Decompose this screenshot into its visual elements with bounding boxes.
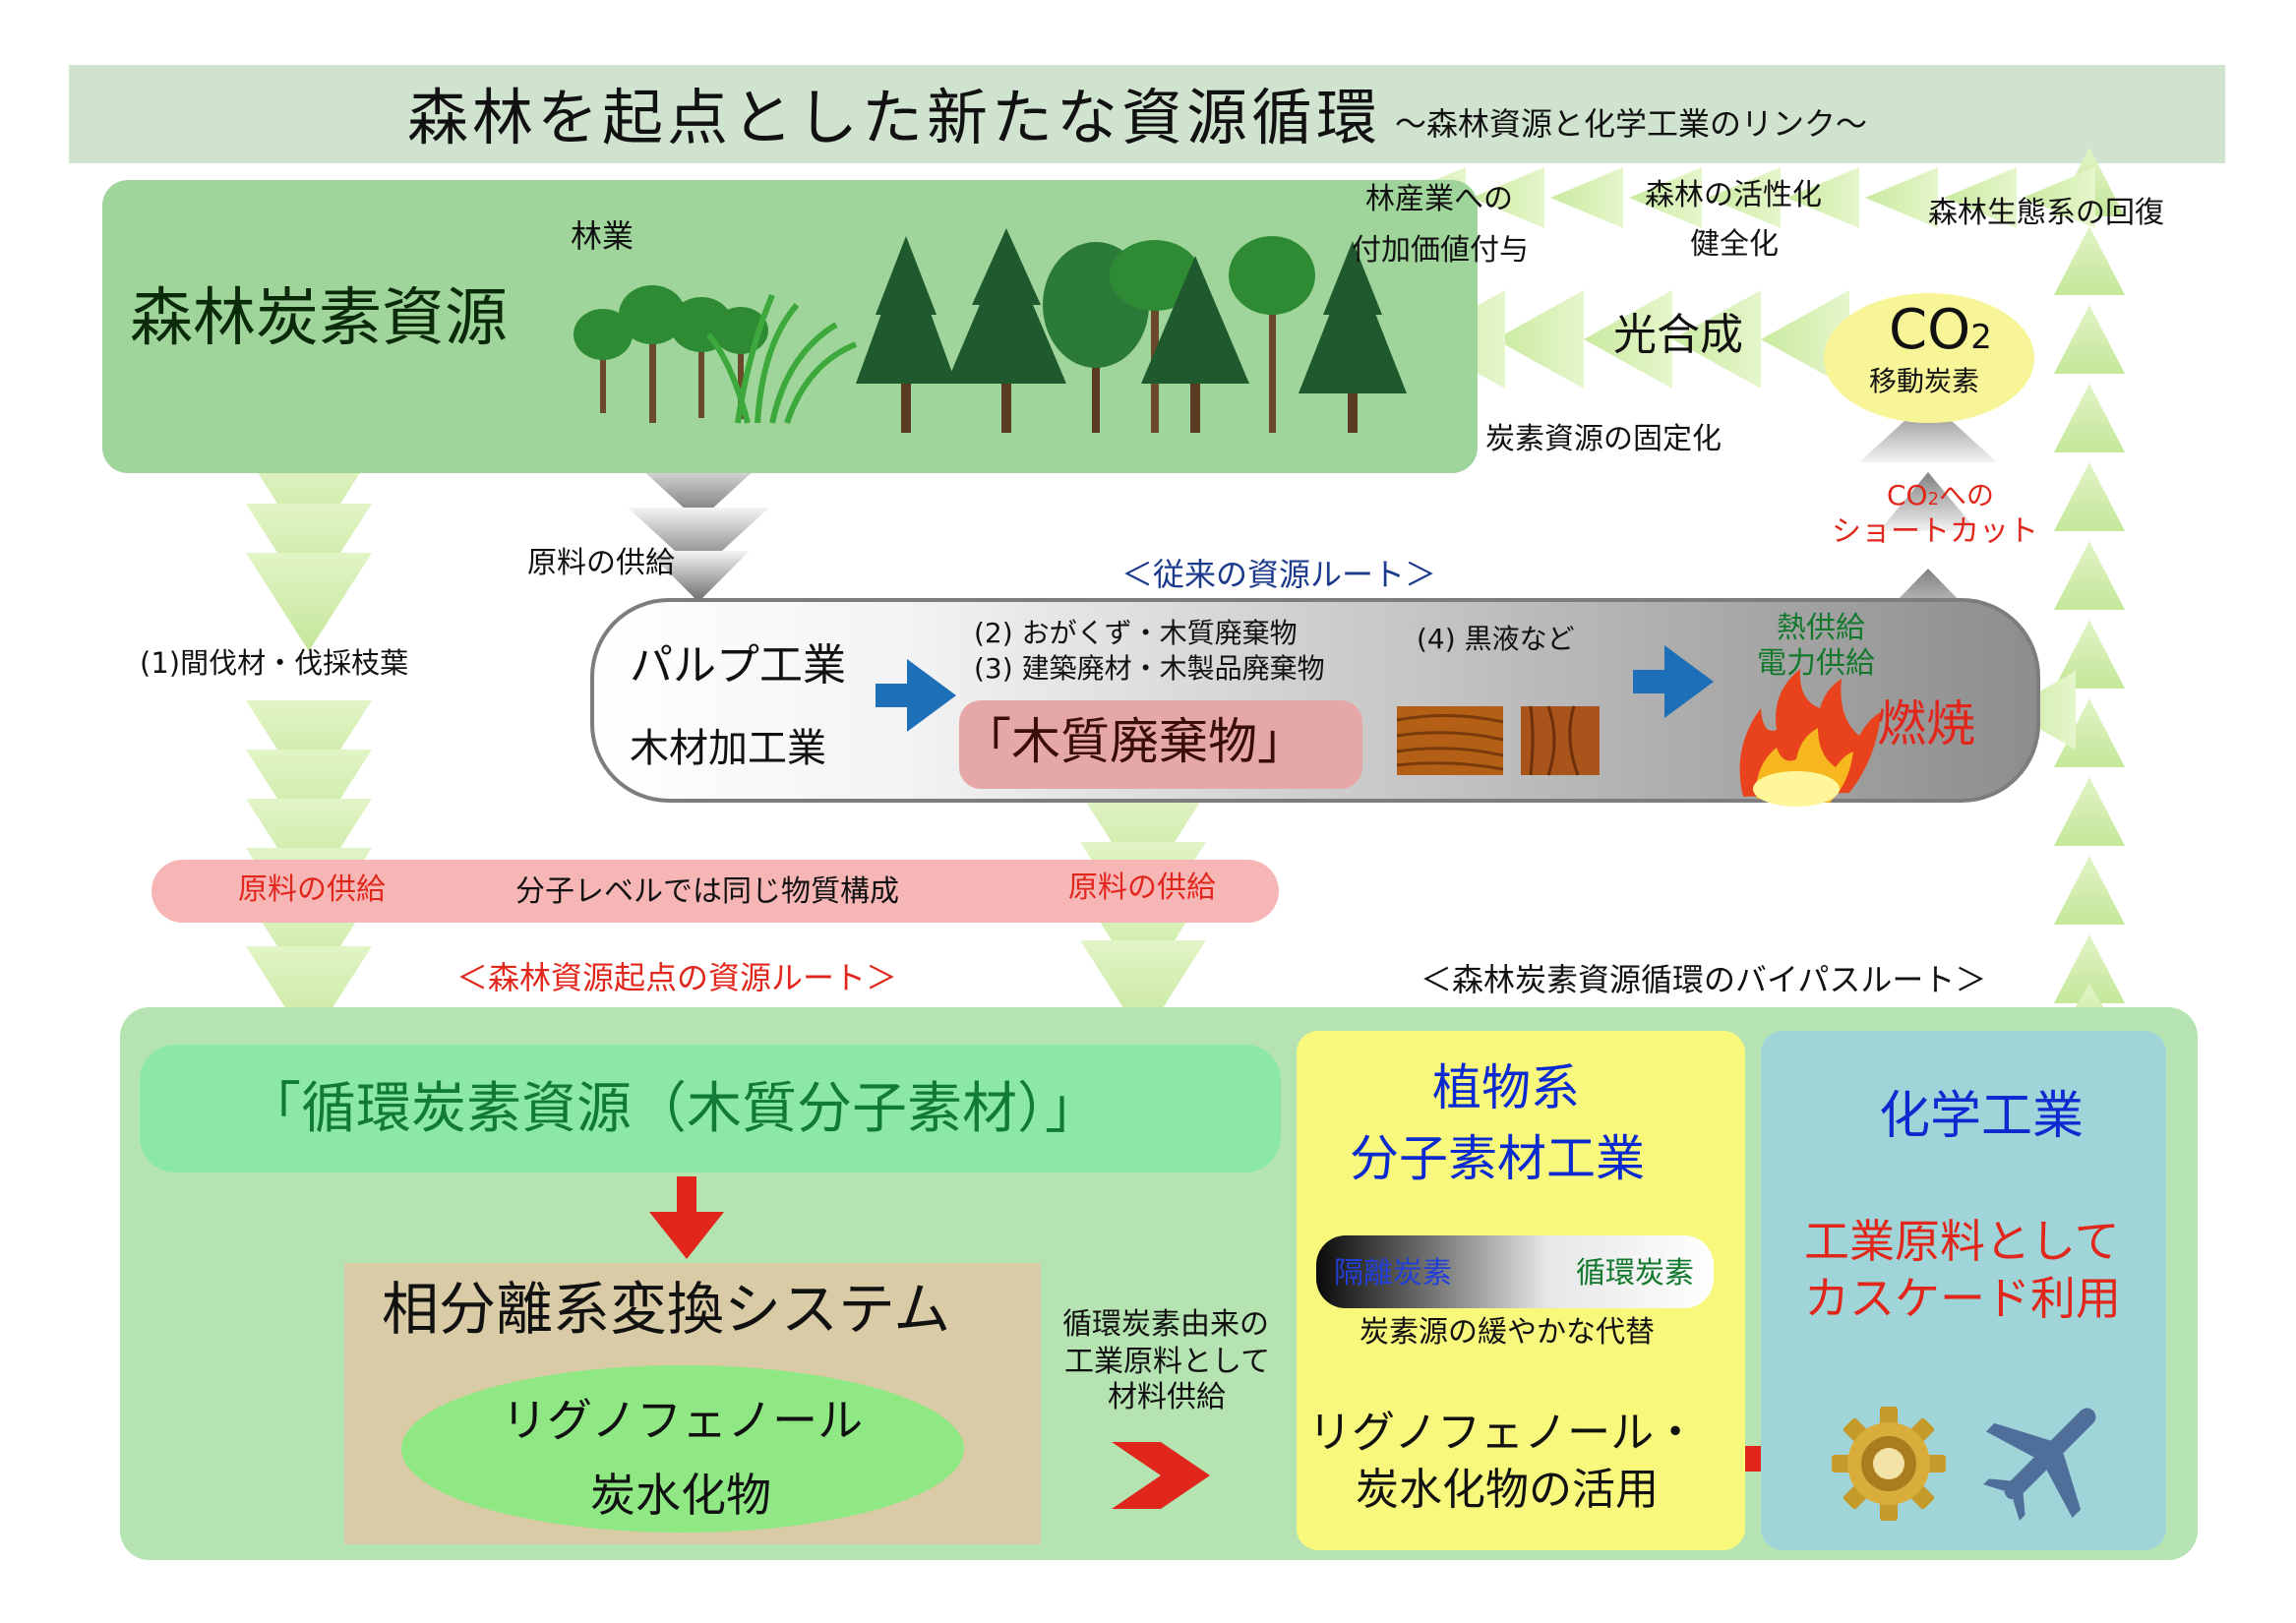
lignophenol-label: リグノフェノール [502, 1394, 864, 1447]
ecosystem-label: 森林生態系の回復 [1928, 196, 2164, 230]
page-subtitle: ～森林資源と化学工業のリンク～ [1395, 105, 1868, 143]
cascade-label-2: カスケード利用 [1804, 1272, 2121, 1325]
red-down-arrow-icon [649, 1176, 724, 1259]
thinning-label: (1)間伐材・伐採枝葉 [140, 646, 409, 680]
bypass-route-label: ＜森林炭素資源循環のバイパスルート＞ [1420, 961, 1987, 998]
gradual-replacement-label: 炭素源の緩やかな代替 [1359, 1315, 1655, 1350]
title-bar [69, 65, 2225, 163]
forest-carbon-box [102, 180, 1478, 473]
cascade-label-1: 工業原料として [1804, 1215, 2120, 1268]
heat-supply-label: 熱供給 [1777, 611, 1865, 645]
leftward-arrows-top [1393, 167, 2095, 228]
grass-icon [705, 293, 858, 424]
fixation-label: 炭素資源の固定化 [1485, 422, 1722, 456]
waste-item-4: (4) 黒液など [1417, 623, 1575, 655]
photosynthesis-arrows [1417, 290, 1849, 389]
blue-arrow-icon [876, 645, 1714, 732]
plant-industry-label-2: 分子素材工業 [1350, 1130, 1645, 1187]
power-supply-label: 電力供給 [1757, 646, 1875, 681]
co2-label: CO2 [1889, 298, 1992, 362]
fire-icon [1739, 669, 1881, 807]
activation-label-1: 森林の活性化 [1645, 178, 1822, 212]
cyclic-carbon-box [140, 1045, 1281, 1172]
conventional-route-label: ＜従来の資源ルート＞ [1121, 556, 1437, 593]
forest-carbon-label: 森林炭素資源 [130, 282, 508, 355]
forest-route-label: ＜森林資源起点の資源ルート＞ [456, 959, 898, 996]
moving-carbon-label: 移動炭素 [1869, 365, 1980, 397]
supply-note-2: 工業原料として [1064, 1345, 1271, 1379]
value-add-label-2: 付加価値付与 [1352, 233, 1529, 268]
photosynthesis-label: 光合成 [1613, 310, 1743, 360]
waste-item-3: (3) 建築廃材・木製品廃棄物 [974, 652, 1325, 685]
supply-note-1: 循環炭素由来の [1062, 1307, 1269, 1342]
activation-label-2: 健全化 [1690, 227, 1779, 262]
circulating-carbon-label: 循環炭素 [1576, 1256, 1694, 1291]
forestry-label: 林業 [571, 217, 634, 255]
cyclic-carbon-label: 「循環炭素資源（木質分子素材）」 [246, 1077, 1100, 1141]
pulp-industry-label: パルプ工業 [630, 640, 846, 691]
co2-ellipse [1824, 293, 2034, 423]
plant-industry-label-1: 植物系 [1432, 1059, 1580, 1116]
usage-label-1: リグノフェノール・ [1308, 1408, 1698, 1458]
tree-icon [856, 228, 1407, 433]
phase-separation-label: 相分離系変換システム [382, 1276, 951, 1343]
supply-note-3: 材料供給 [1108, 1380, 1226, 1414]
supply-label-top: 原料の供給 [527, 546, 675, 580]
forest-illustration [574, 228, 1407, 433]
airplane-icon [1983, 1408, 2096, 1521]
shortcut-label-2: ショートカット [1832, 514, 2038, 549]
tree-icon [574, 285, 768, 423]
page-title: 森林を起点とした新たな資源循環 [407, 82, 1382, 153]
carbon-transition-bar [1316, 1235, 1714, 1308]
gear-icon [1832, 1407, 1946, 1521]
supply-label-right: 原料の供給 [1068, 871, 1216, 905]
products-ellipse [401, 1365, 964, 1533]
value-add-label-1: 林産業への [1365, 182, 1513, 216]
shortcut-label-1: CO2への [1887, 479, 1995, 511]
chemical-industry-box [1761, 1031, 2166, 1550]
carbohydrate-label: 炭水化物 [590, 1469, 771, 1522]
usage-label-2: 炭水化物の活用 [1356, 1465, 1659, 1515]
wood-waste-box [959, 700, 1362, 789]
supply-label-left: 原料の供給 [238, 872, 386, 907]
wood-plank-icon [1396, 705, 1600, 776]
raw-material-band [151, 860, 1279, 923]
lumber-industry-label: 木材加工業 [630, 726, 826, 771]
chemical-industry-label: 化学工業 [1879, 1087, 2085, 1146]
combustion-label: 燃焼 [1877, 695, 1975, 752]
molecular-level-label: 分子レベルでは同じ物質構成 [515, 874, 899, 909]
isolated-carbon-label: 隔離炭素 [1334, 1256, 1452, 1291]
wood-waste-label: 「木質廃棄物」 [962, 713, 1306, 770]
waste-item-2: (2) おがくず・木質廃棄物 [974, 617, 1298, 649]
